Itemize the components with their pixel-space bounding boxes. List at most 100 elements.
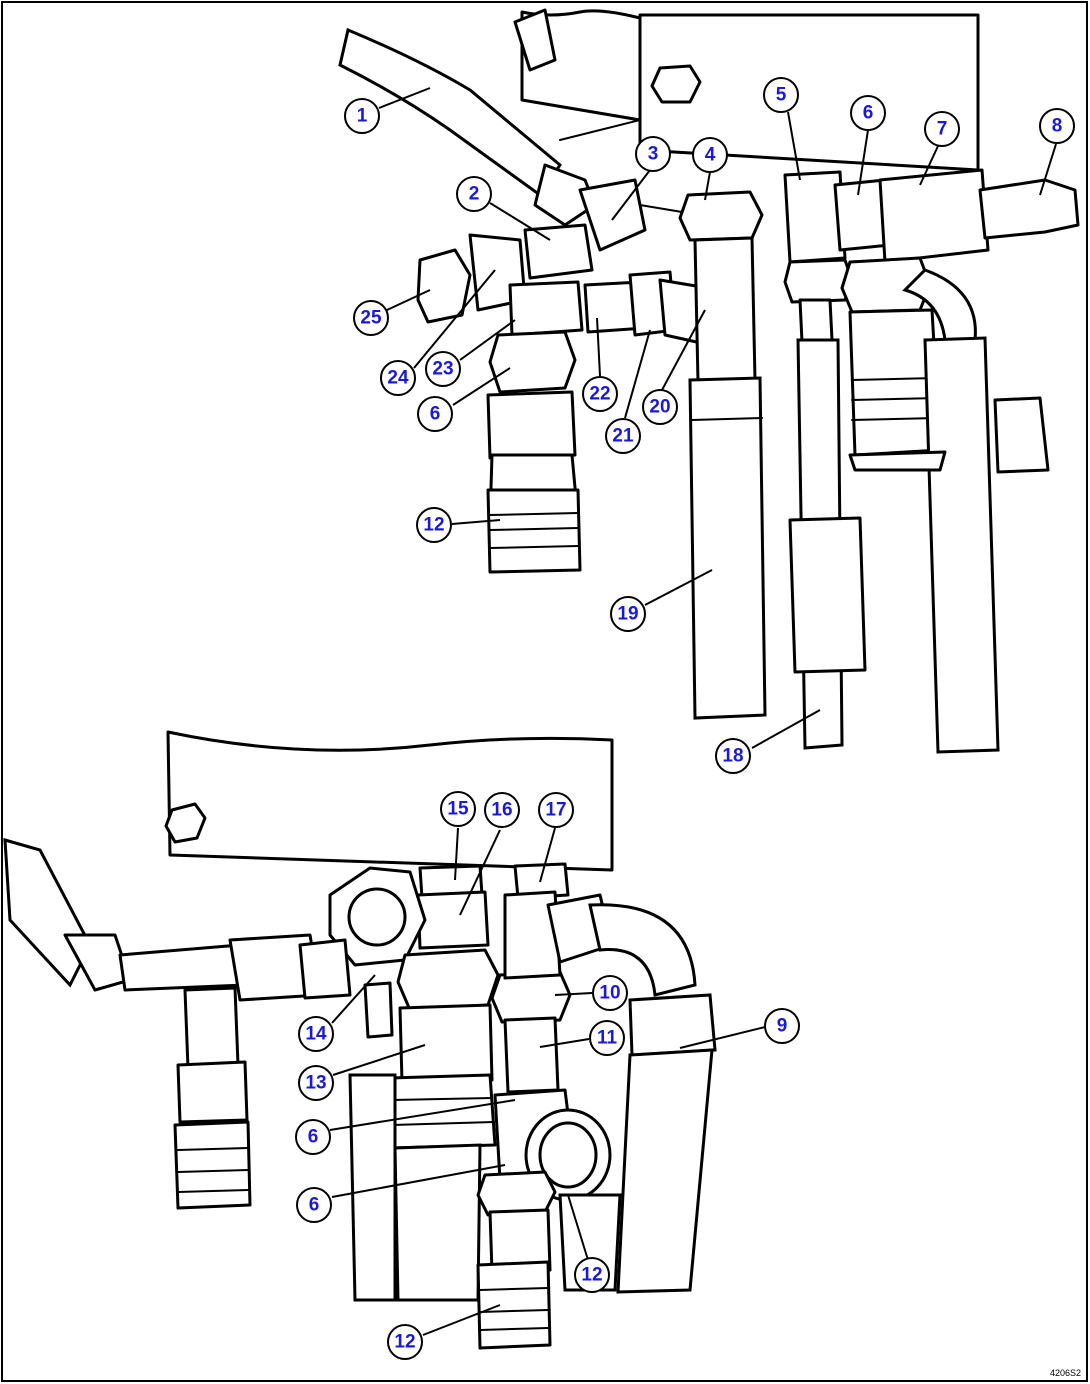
adapter-23 bbox=[508, 280, 584, 337]
callout-6-upper-right: 6 bbox=[850, 95, 886, 131]
svg-text:22: 22 bbox=[589, 384, 610, 405]
hose-9 bbox=[616, 1048, 714, 1294]
hose-19-collar bbox=[691, 417, 763, 421]
callout-1: 1 bbox=[344, 98, 380, 134]
callout-8: 8 bbox=[1039, 108, 1075, 144]
fitting-small-14 bbox=[363, 981, 394, 1039]
plug-14-face bbox=[347, 887, 407, 947]
callout-2: 2 bbox=[456, 176, 492, 212]
leader-3 bbox=[611, 169, 651, 221]
leader-12b bbox=[567, 1194, 589, 1261]
svg-text:18: 18 bbox=[722, 746, 743, 767]
hose-19 bbox=[688, 376, 767, 720]
leader-2 bbox=[489, 202, 551, 241]
coupler-12-upper bbox=[486, 488, 582, 574]
svg-text:6: 6 bbox=[308, 1127, 319, 1148]
coupler-left-sleeve bbox=[173, 1120, 252, 1210]
callout-6-lower-upper: 6 bbox=[295, 1119, 331, 1155]
svg-text:16: 16 bbox=[491, 800, 512, 821]
callouts: 1 2 3 4 5 6 7 8 25 24 23 6 22 20 21 12 1… bbox=[295, 77, 1075, 1360]
adapter-11 bbox=[503, 1016, 560, 1094]
svg-text:3: 3 bbox=[648, 144, 659, 165]
nut-12-bottom bbox=[476, 1170, 557, 1217]
nut-4 bbox=[678, 190, 764, 242]
callout-13: 13 bbox=[298, 1065, 334, 1101]
nut-6-left bbox=[488, 330, 577, 394]
leader-5 bbox=[787, 111, 801, 181]
callout-17: 17 bbox=[538, 792, 574, 828]
leader-7 bbox=[919, 145, 939, 186]
svg-text:21: 21 bbox=[612, 426, 634, 447]
svg-text:13: 13 bbox=[305, 1073, 326, 1094]
callout-3: 3 bbox=[635, 136, 671, 172]
leader-18 bbox=[751, 709, 821, 749]
leader-9 bbox=[679, 1026, 766, 1049]
svg-text:6: 6 bbox=[863, 103, 874, 124]
hose-lower-far-left bbox=[348, 1073, 397, 1302]
coupler-right-lip bbox=[848, 450, 947, 472]
callout-16: 16 bbox=[484, 792, 520, 828]
nipple-left bbox=[298, 938, 352, 1000]
valve-7 bbox=[878, 168, 990, 264]
coupler-12-upper-ribs bbox=[489, 512, 579, 549]
callout-14: 14 bbox=[298, 1016, 334, 1052]
callout-24: 24 bbox=[380, 360, 416, 396]
leader-19 bbox=[644, 569, 713, 606]
coupler-12-bottom bbox=[476, 1260, 552, 1350]
plug-25 bbox=[416, 248, 472, 324]
nut-10 bbox=[490, 970, 572, 1024]
leader-24 bbox=[413, 269, 496, 369]
mounting-plate-lower bbox=[166, 730, 614, 872]
callout-12-upper: 12 bbox=[416, 507, 452, 543]
leader-16 bbox=[459, 829, 501, 916]
upper-assembly bbox=[338, 8, 1080, 754]
lower-assembly bbox=[3, 730, 717, 1350]
leader-17 bbox=[539, 827, 556, 883]
leader-6b bbox=[452, 367, 511, 406]
fitting-left-body bbox=[486, 390, 577, 460]
callout-9: 9 bbox=[764, 1008, 800, 1044]
tee-5 bbox=[783, 170, 847, 264]
coupler-right-far bbox=[993, 396, 1050, 474]
svg-text:5: 5 bbox=[776, 85, 787, 106]
reference-code: 4206S2 bbox=[1050, 1368, 1081, 1378]
coupler-center-lower bbox=[788, 516, 867, 674]
svg-text:25: 25 bbox=[360, 308, 382, 329]
svg-text:7: 7 bbox=[937, 119, 948, 140]
hose-left bbox=[3, 837, 92, 988]
hose-lower-left bbox=[393, 1143, 482, 1302]
callout-23: 23 bbox=[425, 351, 461, 387]
leader-12a bbox=[451, 519, 501, 525]
bracket-tab bbox=[513, 8, 557, 72]
leader-6a bbox=[857, 129, 869, 196]
leader-8 bbox=[1039, 143, 1057, 196]
svg-text:2: 2 bbox=[469, 184, 480, 205]
svg-text:6: 6 bbox=[309, 1195, 320, 1216]
callout-5: 5 bbox=[763, 77, 799, 113]
svg-text:15: 15 bbox=[447, 799, 469, 820]
svg-text:8: 8 bbox=[1052, 116, 1063, 137]
leader-25 bbox=[386, 289, 431, 311]
coupler-12-bottom-ribs bbox=[479, 1287, 549, 1331]
svg-text:9: 9 bbox=[777, 1016, 788, 1037]
hose-9-bend bbox=[588, 903, 697, 997]
svg-text:12: 12 bbox=[423, 515, 444, 536]
fitting-center-small bbox=[798, 298, 834, 344]
callout-15: 15 bbox=[440, 791, 476, 827]
leader-6c bbox=[329, 1099, 516, 1131]
adapter-left bbox=[118, 943, 247, 992]
leader-10 bbox=[554, 992, 593, 996]
callout-10: 10 bbox=[592, 975, 628, 1011]
coupler-left-ribs bbox=[177, 1147, 249, 1193]
coupler-13-ribs bbox=[391, 1097, 495, 1126]
leader-6d bbox=[331, 1164, 506, 1198]
callout-7: 7 bbox=[924, 111, 960, 147]
svg-text:14: 14 bbox=[305, 1024, 327, 1045]
leader-4 bbox=[704, 171, 711, 201]
plate-bolt-lower bbox=[164, 802, 207, 844]
callout-6-lower-lower: 6 bbox=[296, 1187, 332, 1223]
svg-text:12: 12 bbox=[581, 1265, 602, 1286]
